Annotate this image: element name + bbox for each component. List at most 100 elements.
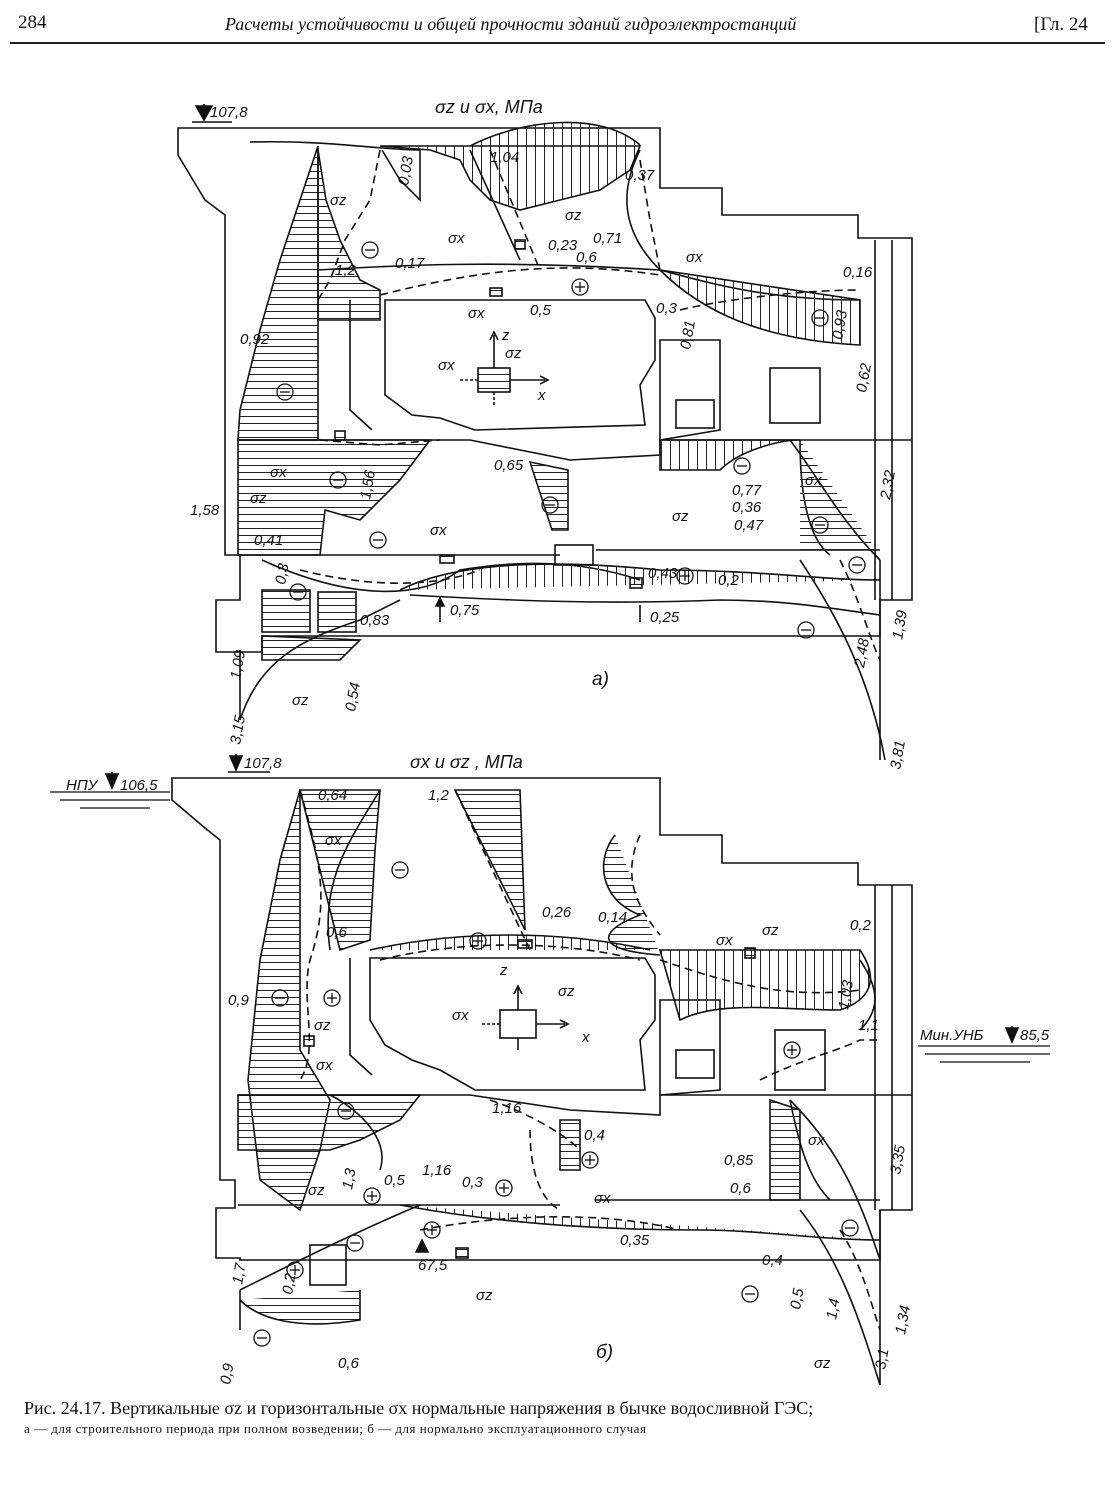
- sigma-x-label: σx: [805, 472, 822, 489]
- value-label: 0,3: [462, 1174, 484, 1191]
- sigma-x-label: σx: [270, 464, 287, 481]
- value-label: 0,41: [254, 532, 283, 549]
- npu-label: НПУ: [66, 777, 99, 794]
- sigma-z-label: σz: [314, 1017, 331, 1034]
- sigma-z-label: σz: [308, 1182, 325, 1199]
- value-label: 0,92: [240, 331, 270, 348]
- value-label: 1,2: [335, 262, 357, 279]
- sigma-z-label: σz: [476, 1287, 493, 1304]
- npu-level: 106,5: [120, 777, 158, 794]
- title-b: σx и σz , МПа: [410, 752, 523, 772]
- value-label: 0,35: [620, 1232, 650, 1249]
- sigma-z-label: σz: [814, 1355, 831, 1372]
- sigma-x-label: σx: [686, 249, 703, 266]
- value-label: 0,23: [548, 237, 578, 254]
- value-label: 0,2: [718, 572, 740, 589]
- running-title: Расчеты устойчивости и общей прочности з…: [225, 14, 797, 34]
- panel-b: [50, 754, 1050, 1386]
- sigma-x-label: σx: [468, 305, 485, 322]
- value-label: 0,5: [787, 1287, 807, 1311]
- axis-z: z: [499, 962, 508, 979]
- unb-label: Мин.УНБ: [920, 1027, 984, 1044]
- panel-label-b: б): [596, 1342, 613, 1363]
- sigma-z-label: σz: [565, 207, 582, 224]
- sigma-z-label: σz: [250, 490, 267, 507]
- value-label: 1,16: [422, 1162, 452, 1179]
- value-label: 0,6: [326, 924, 348, 941]
- value-label: 1,39: [889, 608, 911, 640]
- figure-drawing: 107,8 σz и σx, МПа 0,03 1,04 0,37 σz σx …: [50, 97, 1050, 1386]
- value-label: 0,65: [494, 457, 524, 474]
- pier-outline-a: [177, 127, 913, 653]
- sigma-x-label: σx: [448, 230, 465, 247]
- axis-sigma-z: σz: [505, 345, 522, 362]
- value-label: 0,81: [677, 319, 699, 351]
- page-header: 284 Расчеты устойчивости и общей прочнос…: [0, 0, 1112, 44]
- value-label: 1,4: [823, 1297, 843, 1320]
- sigma-x-label: σx: [594, 1190, 611, 1207]
- unb-level: 85,5: [1020, 1027, 1050, 1044]
- panel-label-a: а): [592, 669, 609, 690]
- value-label: 2,48: [851, 636, 873, 669]
- value-label: 0,6: [338, 1355, 360, 1372]
- value-label: 1,34: [892, 1304, 914, 1336]
- gallery-b: [369, 957, 656, 1091]
- sigma-x-label: σx: [316, 1057, 333, 1074]
- sigma-x-label: σx: [452, 1007, 469, 1024]
- value-label: 0,4: [762, 1252, 783, 1269]
- sigma-x-label: σx: [430, 522, 447, 539]
- value-label: 0,77: [732, 482, 762, 499]
- value-label: 0,64: [318, 787, 347, 804]
- value-label: 1,09: [227, 648, 249, 680]
- value-label: 0,71: [593, 230, 622, 247]
- gallery-a: [384, 299, 656, 431]
- value-label: 0,16: [843, 264, 873, 281]
- elevation-a: 107,8: [210, 104, 248, 121]
- axis-z: z: [501, 327, 510, 344]
- figure-caption: Рис. 24.17. Вертикальные σz и горизонтал…: [24, 1398, 1094, 1437]
- value-label: 0,25: [650, 609, 680, 626]
- value-label: 0,5: [384, 1172, 406, 1189]
- axis-x: x: [537, 387, 546, 404]
- value-label: 3,35: [887, 1143, 909, 1175]
- value-label: 0,14: [598, 909, 627, 926]
- sigma-x-label: σx: [716, 932, 733, 949]
- value-label: 0,17: [395, 255, 425, 272]
- sigma-z-label: σz: [558, 983, 575, 1000]
- value-label: 0,5: [530, 302, 552, 319]
- value-label: 1,04: [490, 149, 519, 166]
- pier-outline-b: [171, 777, 913, 1261]
- value-label: 0,6: [730, 1180, 752, 1197]
- value-label: 1,56: [357, 468, 379, 500]
- value-label: 0,54: [342, 681, 364, 713]
- sigma-z-label: σz: [330, 192, 347, 209]
- value-label: 0,9: [228, 992, 250, 1009]
- value-label: 0,47: [734, 517, 764, 534]
- value-label: 0,36: [732, 499, 762, 516]
- sigma-z-label: σz: [762, 922, 779, 939]
- sigma-x-label: σx: [325, 832, 342, 849]
- value-label: 0,75: [450, 602, 480, 619]
- value-label: 0,3: [272, 562, 292, 586]
- value-label: 0,85: [724, 1152, 754, 1169]
- title-a: σz и σx, МПа: [435, 97, 543, 117]
- value-label: 1,58: [190, 502, 220, 519]
- axis-x: x: [581, 1029, 590, 1046]
- value-label: 2,32: [877, 468, 899, 501]
- figure-24-17: 107,8 σz и σx, МПа 0,03 1,04 0,37 σz σx …: [0, 50, 1112, 1390]
- value-label: 0,43: [648, 565, 678, 582]
- sigma-z-label: σz: [672, 508, 689, 525]
- panel-b-labels: НПУ 106,5 107,8 σx и σz , МПа Мин.УНБ 85…: [66, 752, 1050, 1386]
- value-label: 0,26: [542, 904, 572, 921]
- panel-a-labels: 107,8 σz и σx, МПа 0,03 1,04 0,37 σz σx …: [190, 97, 911, 771]
- value-label: 0,03: [395, 154, 417, 186]
- value-label: 0,83: [360, 612, 390, 629]
- panel-a: [177, 104, 913, 761]
- value-label: 67,5: [418, 1257, 448, 1274]
- value-label: 3,81: [887, 739, 909, 771]
- value-label: 1,7: [229, 1262, 249, 1286]
- caption-line-1: Рис. 24.17. Вертикальные σz и горизонтал…: [24, 1398, 814, 1418]
- value-label: 0,93: [829, 308, 851, 340]
- value-label: 0,62: [853, 361, 875, 393]
- value-label: 0,4: [584, 1127, 605, 1144]
